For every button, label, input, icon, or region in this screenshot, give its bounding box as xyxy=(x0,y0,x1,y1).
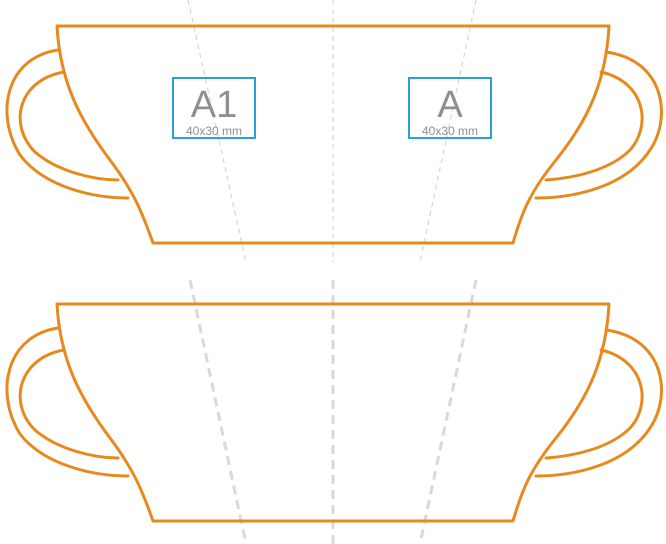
label-size: 40x30 mm xyxy=(185,124,243,138)
right-handle-outer xyxy=(534,50,663,200)
right-handle-inner xyxy=(544,348,644,460)
cup-body-outline xyxy=(55,24,611,245)
guide-line-left xyxy=(188,279,248,544)
left-handle-outer xyxy=(5,48,130,200)
print-area-label-a1: A1 40x30 mm xyxy=(172,77,256,139)
cup-body-outline xyxy=(55,302,611,523)
cup-top xyxy=(5,0,663,263)
cup-bottom xyxy=(5,279,663,544)
label-code: A xyxy=(437,84,463,126)
label-size: 40x30 mm xyxy=(421,124,479,138)
guide-line-right xyxy=(418,279,478,544)
right-handle-outer xyxy=(534,328,663,478)
label-code: A1 xyxy=(190,84,238,126)
right-handle-inner xyxy=(544,70,644,182)
left-handle-outer xyxy=(5,326,130,478)
left-handle-inner xyxy=(18,70,120,182)
print-area-label-a: A 40x30 mm xyxy=(408,77,492,139)
left-handle-inner xyxy=(18,348,120,460)
